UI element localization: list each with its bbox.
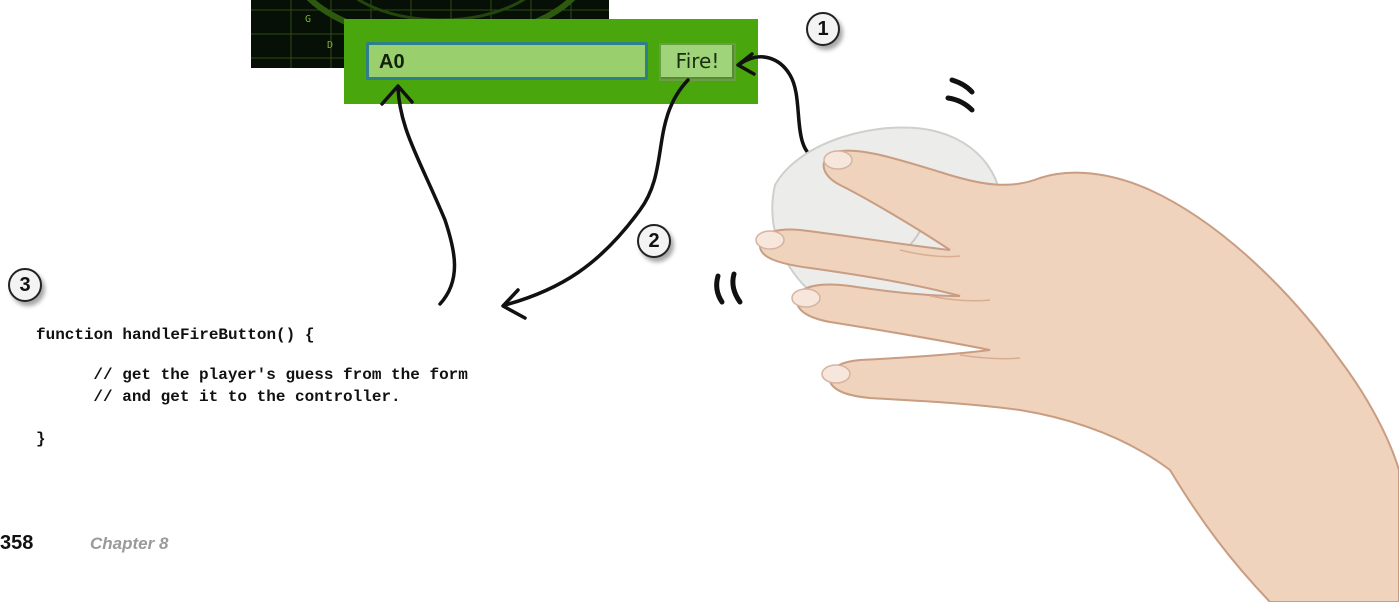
curved-arrow [505,80,688,305]
code-line: // get the player's guess from the form [55,366,468,384]
fingernail [756,231,784,249]
code-line: function handleFireButton() { [36,326,314,344]
fingernail [824,151,852,169]
curved-arrow [398,88,455,304]
board-row-label: D [327,40,333,51]
step-marker-3: 3 [8,268,42,302]
arrow-head [503,290,525,318]
fingernail [792,289,820,307]
board-row-label: G [305,14,311,25]
page-number: 358 [0,532,33,555]
click-sound-marks [717,276,722,302]
chapter-label: Chapter 8 [90,534,168,554]
click-sound-marks [952,80,972,92]
step-marker-1: 1 [806,12,840,46]
fingernail [822,365,850,383]
hand-mouse-illustration [700,60,1399,602]
code-line: } [36,430,46,448]
guess-input[interactable]: A0 [366,42,648,80]
code-line: // and get it to the controller. [55,388,401,406]
guess-form: A0 Fire! [344,19,758,104]
step-marker-2: 2 [637,224,671,258]
